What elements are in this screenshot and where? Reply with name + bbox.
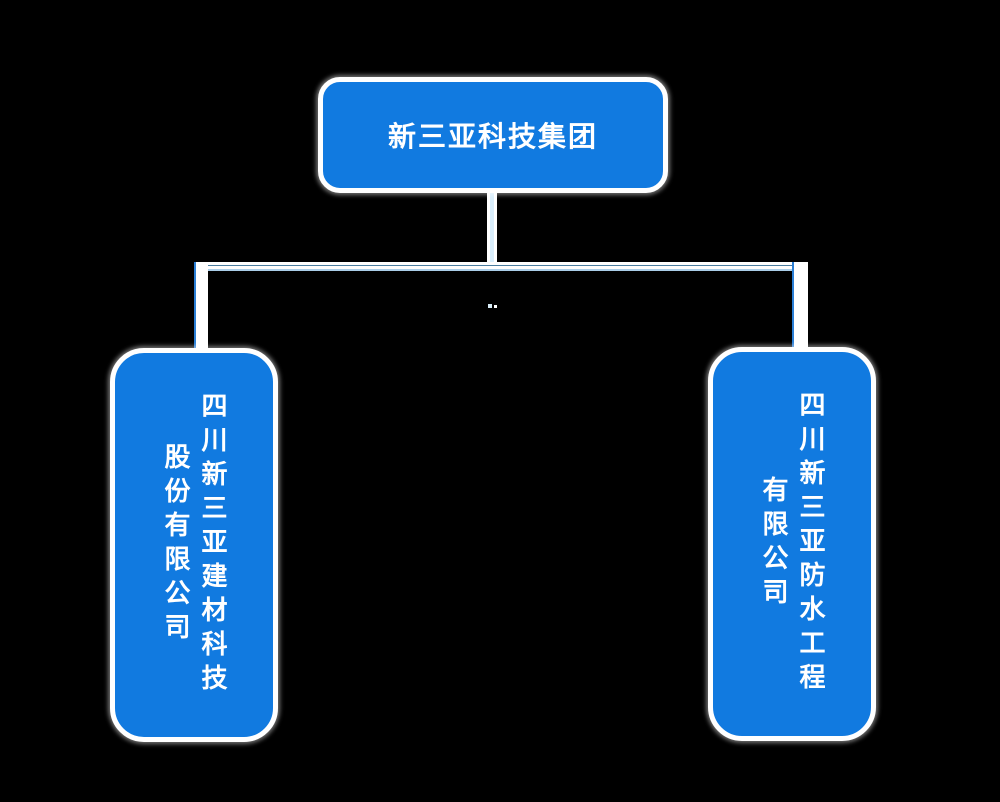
- root-node-label: 新三亚科技集团: [387, 121, 598, 152]
- connector-right-drop: [792, 262, 808, 352]
- child-node-right: 四川新三亚防水工程 有限公司: [708, 347, 876, 741]
- child-left-label: 四川新三亚建材科技 股份有限公司: [157, 353, 231, 737]
- junction-dot: [488, 304, 492, 308]
- connector-stem: [487, 190, 497, 268]
- root-node: 新三亚科技集团: [318, 77, 668, 193]
- child-node-left: 四川新三亚建材科技 股份有限公司: [110, 348, 278, 742]
- child-right-label-line2: 有限公司: [759, 476, 789, 612]
- junction-dot-small: [494, 305, 497, 308]
- child-left-label-line2: 股份有限公司: [161, 443, 191, 647]
- connector-left-drop: [194, 262, 208, 353]
- child-right-label: 四川新三亚防水工程 有限公司: [755, 352, 829, 736]
- child-left-label-line1: 四川新三亚建材科技: [198, 392, 228, 698]
- child-right-label-line1: 四川新三亚防水工程: [796, 391, 826, 697]
- connector-horizontal: [194, 262, 808, 271]
